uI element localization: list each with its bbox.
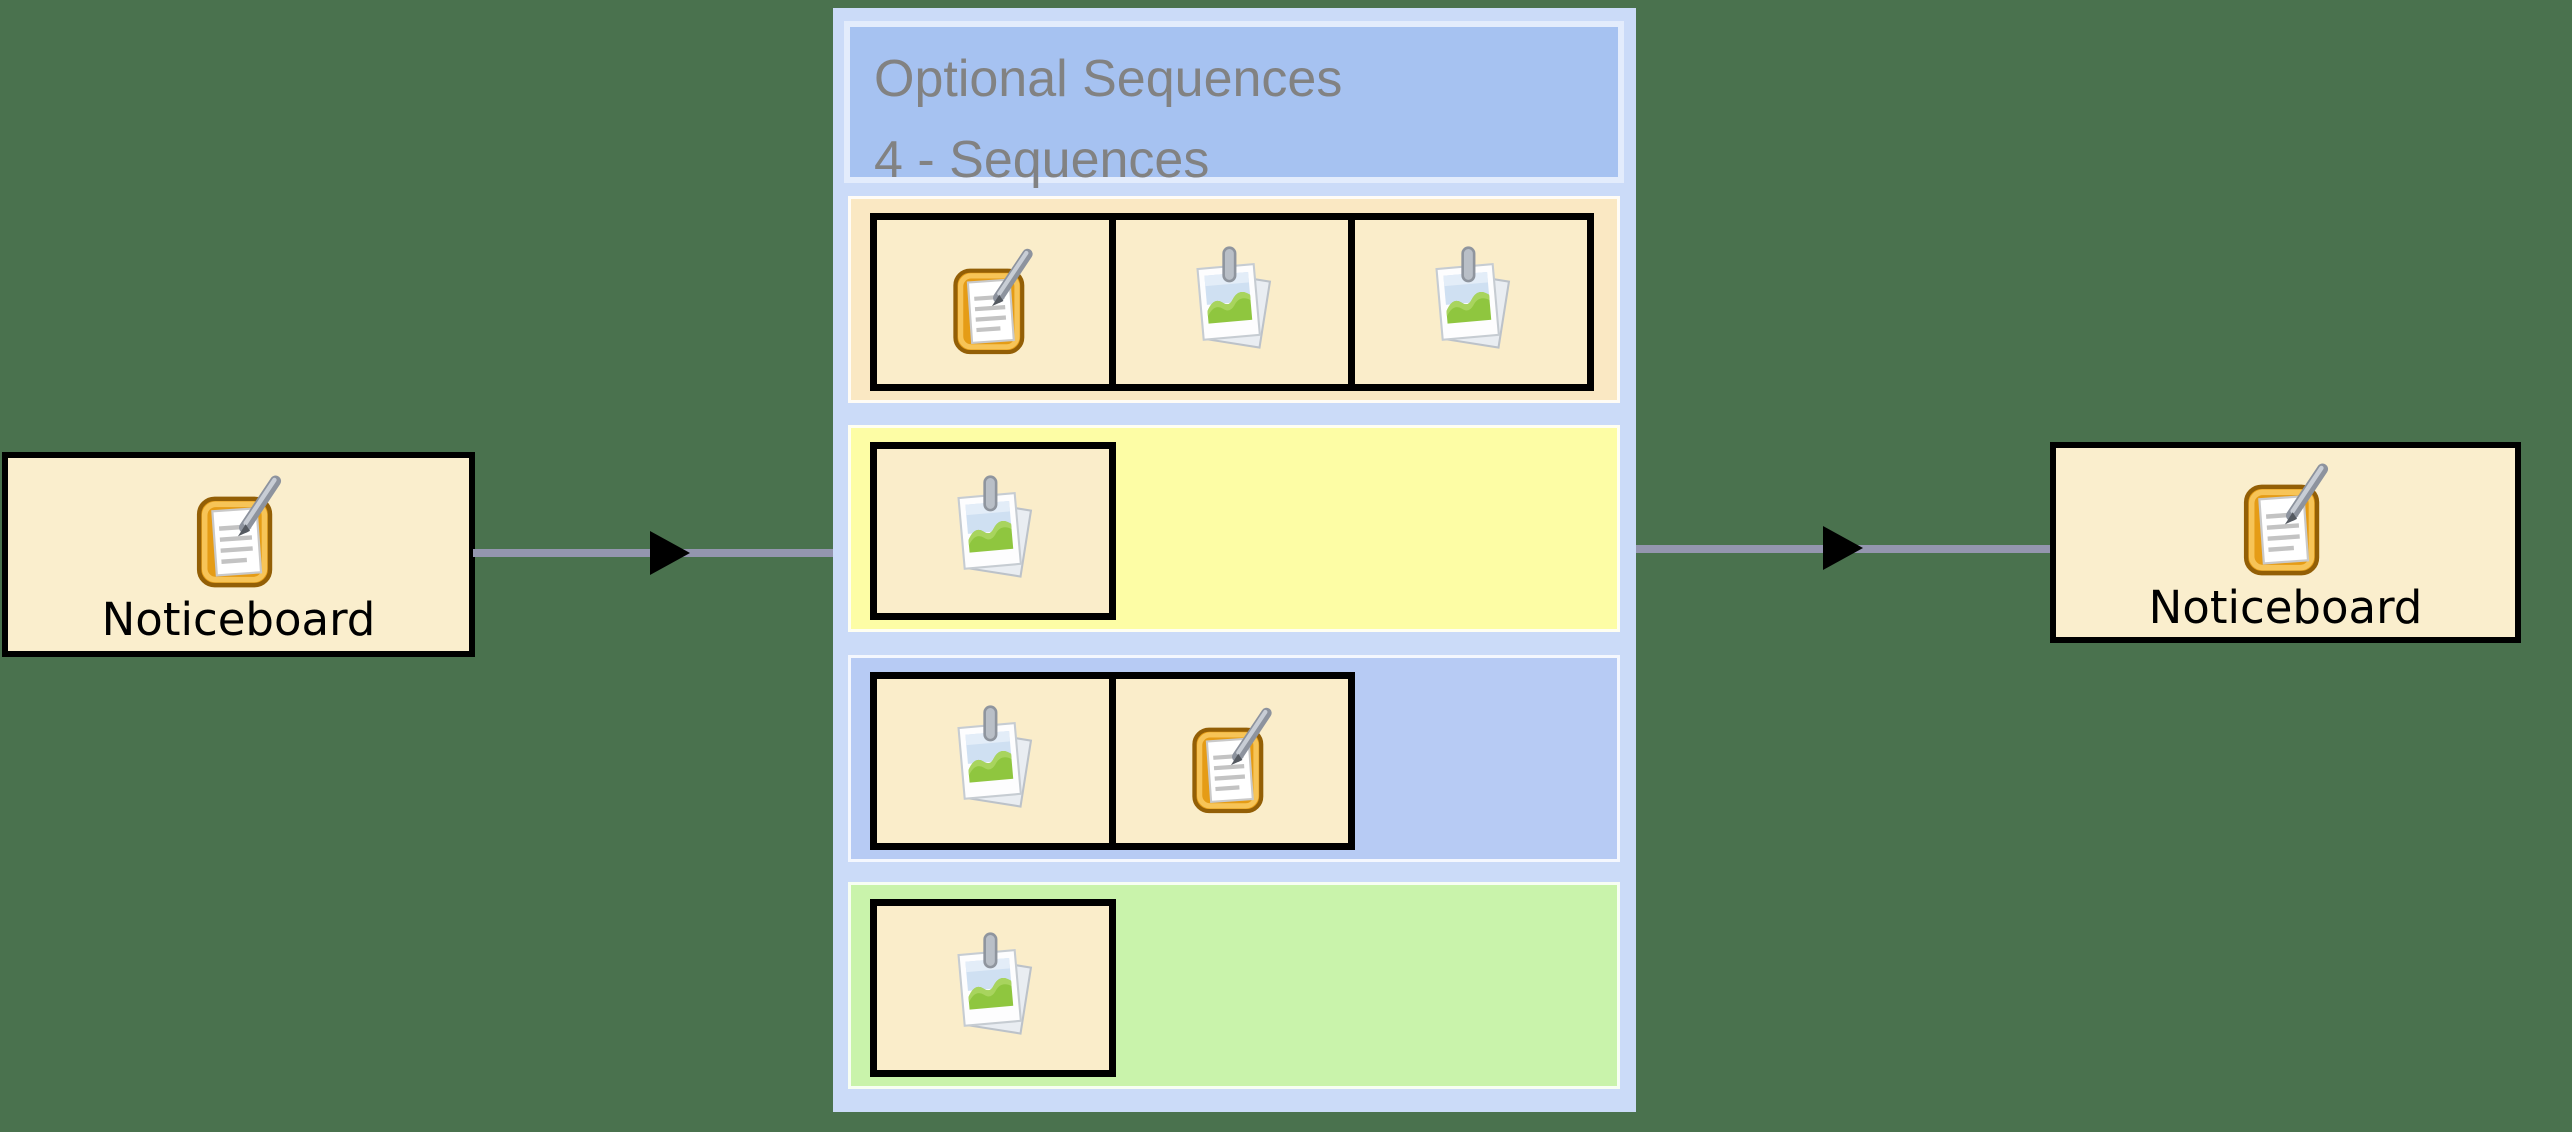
arrow-right-icon bbox=[650, 531, 690, 575]
sequence-row-3[interactable] bbox=[848, 655, 1620, 862]
activity-node-noticeboard-left[interactable]: Noticeboard bbox=[2, 452, 475, 657]
panel-title: Optional Sequences bbox=[874, 50, 1343, 108]
noticeboard-icon bbox=[1192, 707, 1272, 814]
activity-cell-image[interactable] bbox=[1348, 213, 1594, 391]
panel-header: Optional Sequences 4 - Sequences bbox=[844, 21, 1624, 189]
sequence-row-1[interactable] bbox=[848, 196, 1620, 403]
image-gallery-icon bbox=[1435, 246, 1511, 349]
noticeboard-icon bbox=[196, 475, 281, 588]
sequence-row-2[interactable] bbox=[848, 425, 1620, 632]
sequence-row-4[interactable] bbox=[848, 882, 1620, 1089]
noticeboard-icon bbox=[2243, 463, 2328, 576]
noticeboard-icon bbox=[953, 248, 1033, 355]
activity-cell-noticeboard[interactable] bbox=[1109, 672, 1355, 850]
activity-node-noticeboard-right[interactable]: Noticeboard bbox=[2050, 442, 2521, 643]
activity-cell-image[interactable] bbox=[870, 672, 1116, 850]
activity-cell-image[interactable] bbox=[870, 899, 1116, 1077]
image-gallery-icon bbox=[957, 705, 1033, 808]
activity-cell-noticeboard[interactable] bbox=[870, 213, 1116, 391]
image-gallery-icon bbox=[957, 932, 1033, 1035]
image-gallery-icon bbox=[957, 475, 1033, 578]
activity-cell-image[interactable] bbox=[870, 442, 1116, 620]
activity-cell-image[interactable] bbox=[1109, 213, 1355, 391]
activity-node-label: Noticeboard bbox=[101, 593, 376, 646]
noticeboard-icon-slot bbox=[187, 470, 291, 594]
image-gallery-icon bbox=[1196, 246, 1272, 349]
arrow-right-icon bbox=[1823, 526, 1863, 570]
panel-subtitle: 4 - Sequences bbox=[874, 131, 1210, 189]
noticeboard-icon-slot bbox=[2234, 458, 2338, 582]
activity-node-label: Noticeboard bbox=[2148, 581, 2423, 634]
optional-sequences-panel[interactable]: Optional Sequences 4 - Sequences bbox=[833, 8, 1636, 1112]
